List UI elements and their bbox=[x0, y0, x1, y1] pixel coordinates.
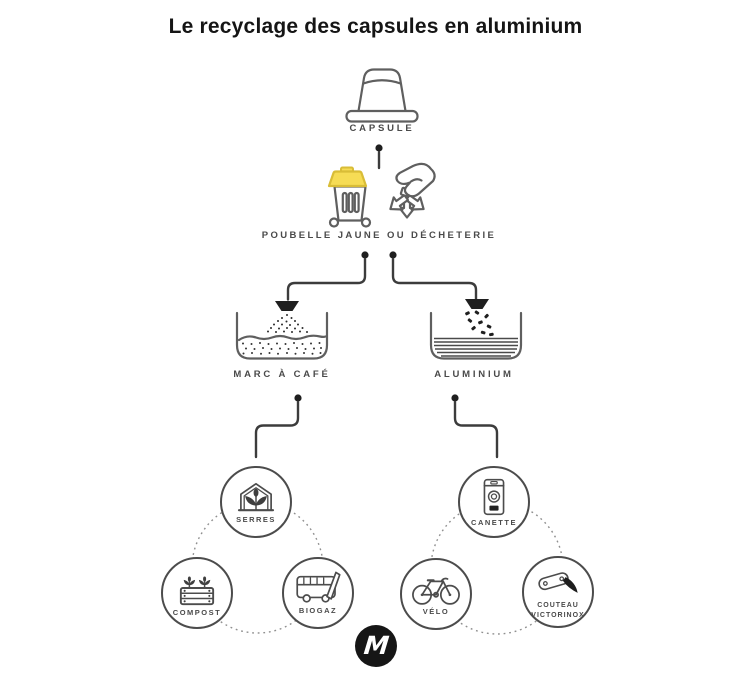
node-biogaz-label: BIOGAZ bbox=[298, 606, 338, 616]
capsule-icon bbox=[345, 68, 419, 123]
node-couteau-label: COUTEAU VICTORINOX bbox=[531, 602, 585, 619]
aluminium-label: ALUMINIUM bbox=[434, 369, 514, 380]
node-velo: VÉLO bbox=[400, 558, 472, 630]
connector-coffee-to-serres bbox=[254, 394, 302, 459]
aluminium-tub-icon bbox=[429, 311, 523, 360]
dechetterie-hand-icon bbox=[389, 162, 436, 219]
coffee-grounds-tub-icon bbox=[235, 311, 329, 360]
node-couteau: COUTEAU VICTORINOX bbox=[522, 556, 594, 628]
biogas-bus-icon bbox=[296, 572, 341, 604]
node-canette: CANETTE bbox=[458, 466, 530, 538]
swiss-army-knife-icon bbox=[538, 572, 578, 593]
coffee-pour-icon bbox=[267, 301, 308, 333]
page-title: Le recyclage des capsules en aluminium bbox=[168, 15, 583, 38]
coffee-grounds-label: MARC À CAFÉ bbox=[233, 369, 331, 380]
aluminium-pieces-icon bbox=[465, 299, 494, 337]
brand-logo: M bbox=[355, 625, 397, 667]
node-serres-label: SERRES bbox=[236, 515, 276, 525]
node-compost-label: COMPOST bbox=[172, 608, 222, 618]
yellow-bin-icon bbox=[327, 166, 372, 228]
node-biogaz: BIOGAZ bbox=[282, 557, 354, 629]
bin-label: POUBELLE JAUNE OU DÉCHETERIE bbox=[261, 230, 497, 241]
bicycle-icon bbox=[412, 577, 460, 605]
brand-logo-letter: M bbox=[362, 630, 390, 660]
node-serres: SERRES bbox=[220, 466, 292, 538]
node-compost: COMPOST bbox=[161, 557, 233, 629]
connector-bin-to-coffee bbox=[286, 251, 369, 301]
compost-crate-icon bbox=[179, 576, 215, 606]
drink-can-icon bbox=[483, 479, 505, 516]
capsule-label: CAPSULE bbox=[349, 123, 415, 134]
connector-bin-to-aluminium bbox=[389, 251, 478, 301]
connector-aluminium-to-canette bbox=[451, 394, 499, 459]
connector-capsule-to-bin bbox=[375, 144, 383, 170]
greenhouse-icon bbox=[237, 483, 275, 512]
node-velo-label: VÉLO bbox=[422, 606, 450, 616]
node-canette-label: CANETTE bbox=[471, 518, 517, 528]
